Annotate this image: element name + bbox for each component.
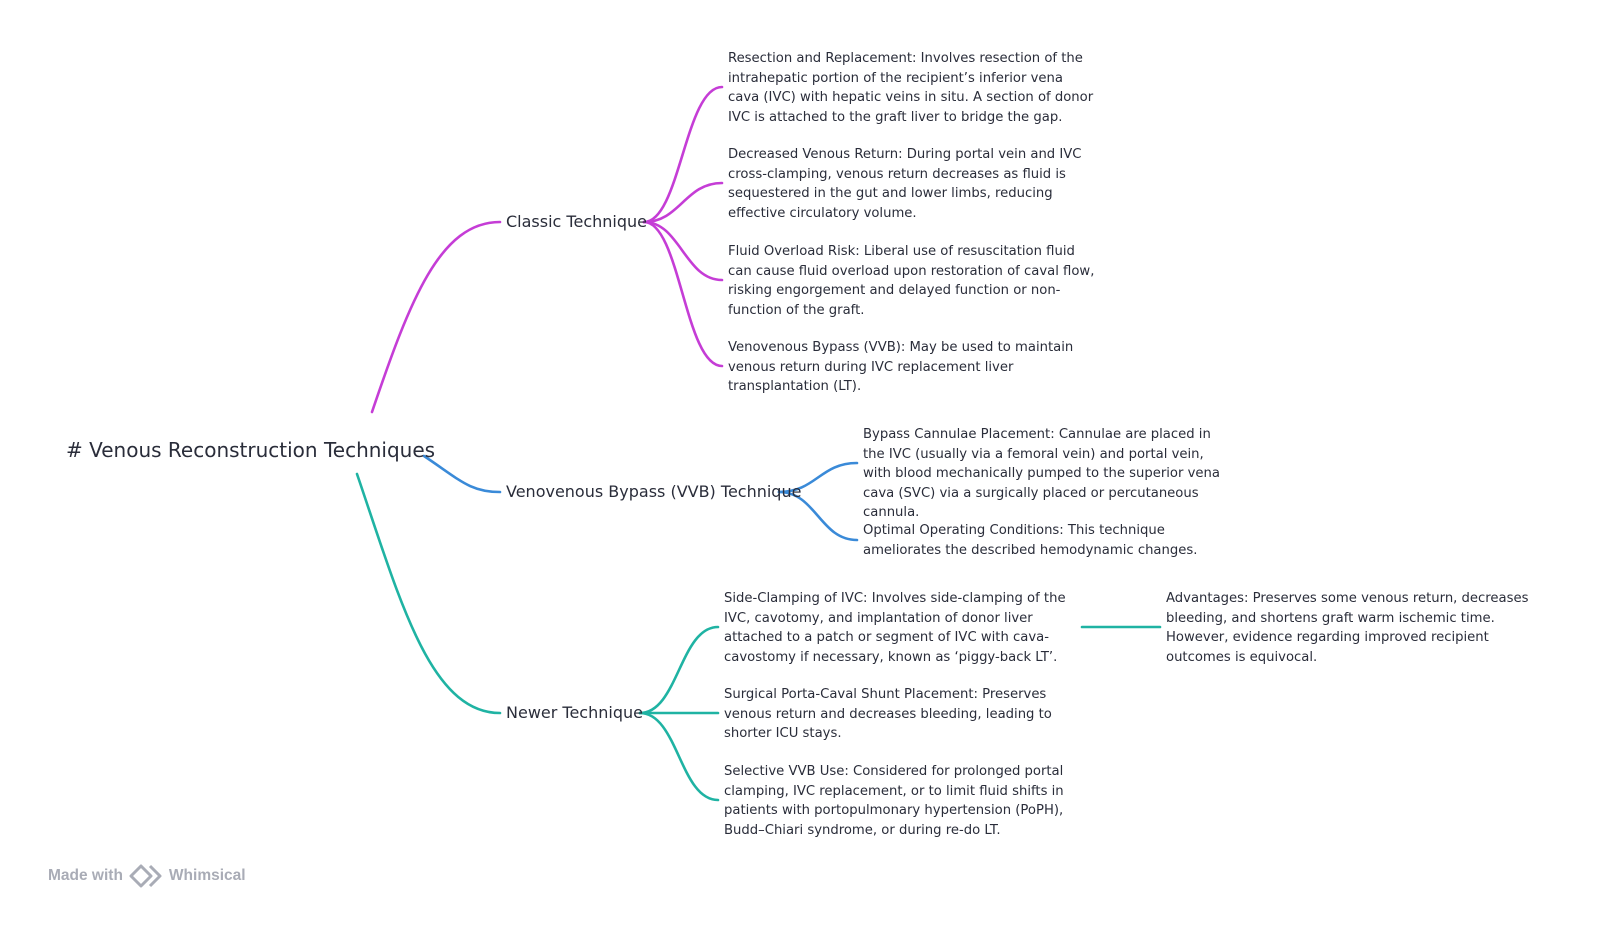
whimsical-logo-icon: [129, 864, 163, 888]
branch-newer-technique[interactable]: Newer Technique: [506, 703, 643, 722]
leaf-side-clamping-of-ivc[interactable]: Side-Clamping of IVC: Involves side-clam…: [724, 591, 1066, 665]
leaf-bypass-cannulae-placement[interactable]: Bypass Cannulae Placement: Cannulae are …: [863, 427, 1220, 521]
leaf-porta-caval-shunt[interactable]: Surgical Porta-Caval Shunt Placement: Pr…: [724, 687, 1052, 742]
branch-classic-technique[interactable]: Classic Technique: [506, 212, 647, 231]
connector-classic-leaf-4: [642, 220, 724, 368]
leaf-selective-vvb-use[interactable]: Selective VVB Use: Considered for prolon…: [724, 764, 1064, 838]
made-with-label: Made with: [48, 867, 123, 884]
connector-root-vvb: [422, 454, 502, 494]
connector-vvb-leaf-2: [777, 490, 859, 542]
leaf-resection-and-replacement[interactable]: Resection and Replacement: Involves rese…: [728, 51, 1094, 125]
branch-vvb-technique[interactable]: Venovenous Bypass (VVB) Technique: [506, 482, 802, 501]
leaf-fluid-overload-risk[interactable]: Fluid Overload Risk: Liberal use of resu…: [728, 244, 1095, 318]
root-node[interactable]: # Venous Reconstruction Techniques: [66, 438, 436, 462]
made-with-whimsical-footer[interactable]: Made with Whimsical: [48, 862, 246, 890]
leaf-decreased-venous-return[interactable]: Decreased Venous Return: During portal v…: [728, 147, 1082, 221]
leaf-optimal-operating-conditions[interactable]: Optimal Operating Conditions: This techn…: [863, 523, 1198, 558]
connector-vvb-leaf-1: [777, 461, 859, 494]
connector-newer-leaf-3: [638, 711, 720, 802]
connector-classic-leaf-2: [642, 181, 724, 224]
whimsical-brand-label: Whimsical: [168, 867, 246, 884]
connector-classic-leaf-3: [642, 220, 724, 282]
connector-classic-leaf-1: [642, 85, 724, 224]
leaf-advantages[interactable]: Advantages: Preserves some venous return…: [1166, 591, 1529, 665]
leaf-venovenous-bypass[interactable]: Venovenous Bypass (VVB): May be used to …: [728, 340, 1074, 395]
connector-root-newer: [355, 472, 502, 715]
connector-root-classic: [370, 220, 502, 414]
connector-newer-leaf-1: [638, 625, 720, 715]
